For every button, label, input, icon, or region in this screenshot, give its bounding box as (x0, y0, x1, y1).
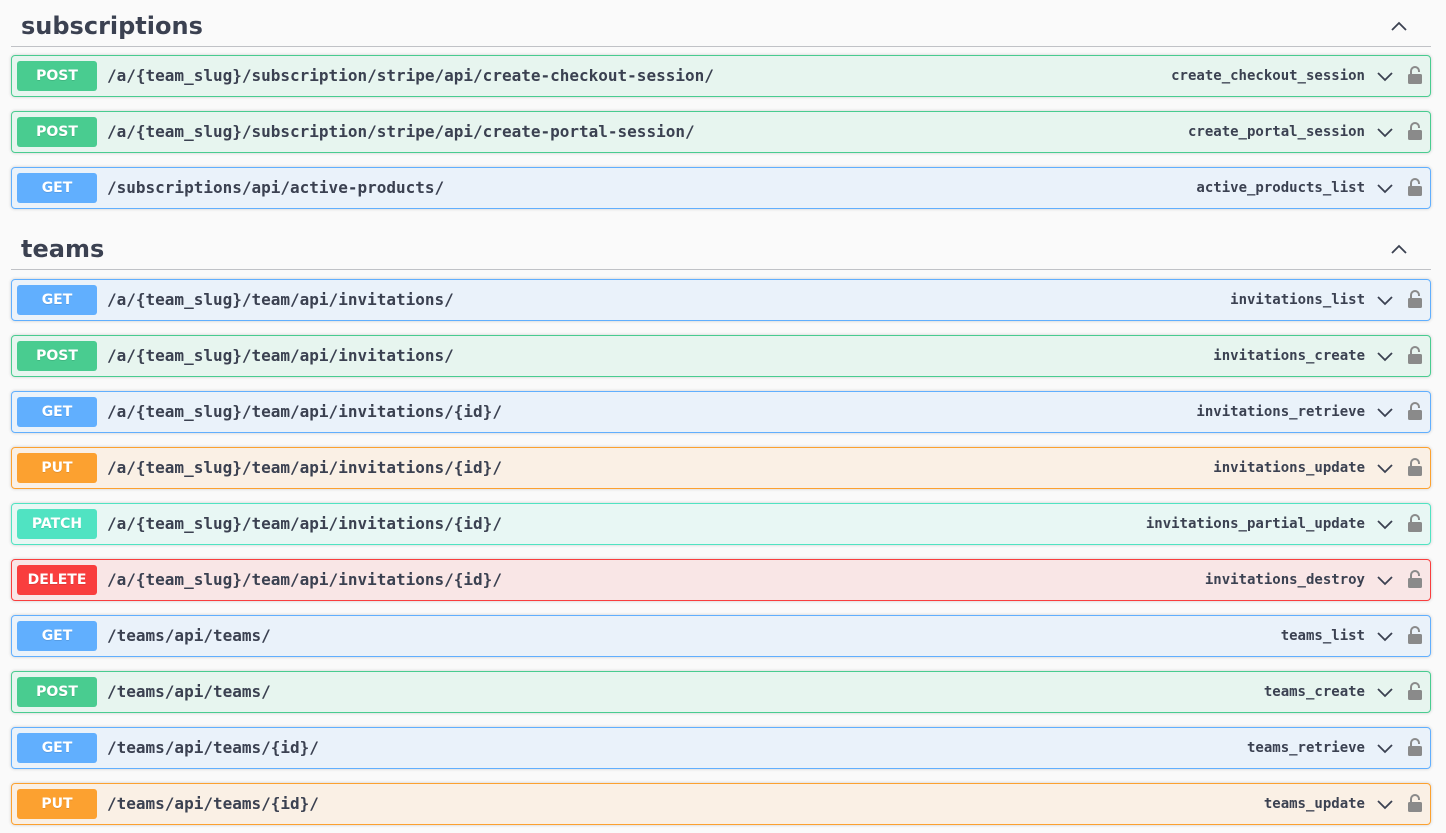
operation-id: teams_update (1264, 784, 1365, 824)
chevron-down-icon[interactable] (1375, 458, 1395, 478)
operation-id: teams_retrieve (1247, 728, 1365, 768)
operation-invitations-retrieve[interactable]: GET /a/{team_slug}/team/api/invitations/… (11, 391, 1431, 433)
method-badge: PATCH (17, 509, 97, 539)
operation-invitations-list[interactable]: GET /a/{team_slug}/team/api/invitations/… (11, 279, 1431, 321)
operation-invitations-partial-update[interactable]: PATCH /a/{team_slug}/team/api/invitation… (11, 503, 1431, 545)
operation-id: invitations_update (1213, 448, 1365, 488)
operation-id: teams_list (1281, 616, 1365, 656)
lock-icon[interactable] (1407, 737, 1423, 757)
method-badge: POST (17, 61, 97, 91)
operation-create-portal-session[interactable]: POST /a/{team_slug}/subscription/stripe/… (11, 111, 1431, 153)
operation-path: /teams/api/teams/ (107, 616, 271, 656)
method-badge: POST (17, 677, 97, 707)
method-badge: DELETE (17, 565, 97, 595)
lock-icon[interactable] (1407, 177, 1423, 197)
operation-id: invitations_partial_update (1146, 504, 1365, 544)
chevron-down-icon[interactable] (1375, 514, 1395, 534)
method-badge: POST (17, 117, 97, 147)
lock-icon[interactable] (1407, 569, 1423, 589)
chevron-down-icon[interactable] (1375, 626, 1395, 646)
operation-path: /a/{team_slug}/team/api/invitations/{id}… (107, 504, 502, 544)
method-badge: PUT (17, 453, 97, 483)
method-badge: PUT (17, 789, 97, 819)
operation-path: /a/{team_slug}/team/api/invitations/ (107, 280, 454, 320)
method-badge: GET (17, 285, 97, 315)
operation-path: /a/{team_slug}/subscription/stripe/api/c… (107, 112, 695, 152)
operation-path: /teams/api/teams/{id}/ (107, 728, 319, 768)
operation-id: create_portal_session (1188, 112, 1365, 152)
operation-create-checkout-session[interactable]: POST /a/{team_slug}/subscription/stripe/… (11, 55, 1431, 97)
operation-id: invitations_list (1230, 280, 1365, 320)
chevron-down-icon[interactable] (1375, 682, 1395, 702)
section-title: teams (21, 235, 104, 263)
operation-teams-update[interactable]: PUT /teams/api/teams/{id}/ teams_update (11, 783, 1431, 825)
chevron-down-icon[interactable] (1375, 346, 1395, 366)
section-header-subscriptions[interactable]: subscriptions (11, 5, 1431, 47)
chevron-down-icon[interactable] (1375, 570, 1395, 590)
operation-id: active_products_list (1196, 168, 1365, 208)
lock-icon[interactable] (1407, 401, 1423, 421)
lock-icon[interactable] (1407, 289, 1423, 309)
operation-id: invitations_destroy (1205, 560, 1365, 600)
operation-id: invitations_create (1213, 336, 1365, 376)
operation-path: /teams/api/teams/ (107, 672, 271, 712)
operation-path: /subscriptions/api/active-products/ (107, 168, 444, 208)
lock-icon[interactable] (1407, 625, 1423, 645)
chevron-down-icon[interactable] (1375, 402, 1395, 422)
chevron-up-icon[interactable] (1389, 16, 1409, 36)
lock-icon[interactable] (1407, 457, 1423, 477)
section-title: subscriptions (21, 12, 203, 40)
chevron-down-icon[interactable] (1375, 122, 1395, 142)
lock-icon[interactable] (1407, 513, 1423, 533)
operation-path: /a/{team_slug}/team/api/invitations/ (107, 336, 454, 376)
lock-icon[interactable] (1407, 345, 1423, 365)
chevron-down-icon[interactable] (1375, 794, 1395, 814)
operation-path: /a/{team_slug}/team/api/invitations/{id}… (107, 448, 502, 488)
lock-icon[interactable] (1407, 793, 1423, 813)
operation-path: /teams/api/teams/{id}/ (107, 784, 319, 824)
chevron-down-icon[interactable] (1375, 66, 1395, 86)
operation-invitations-create[interactable]: POST /a/{team_slug}/team/api/invitations… (11, 335, 1431, 377)
operation-teams-list[interactable]: GET /teams/api/teams/ teams_list (11, 615, 1431, 657)
lock-icon[interactable] (1407, 681, 1423, 701)
section-header-teams[interactable]: teams (11, 228, 1431, 270)
operation-path: /a/{team_slug}/team/api/invitations/{id}… (107, 392, 502, 432)
operation-teams-retrieve[interactable]: GET /teams/api/teams/{id}/ teams_retriev… (11, 727, 1431, 769)
method-badge: GET (17, 733, 97, 763)
chevron-down-icon[interactable] (1375, 738, 1395, 758)
chevron-up-icon[interactable] (1389, 239, 1409, 259)
operation-id: teams_create (1264, 672, 1365, 712)
operation-path: /a/{team_slug}/subscription/stripe/api/c… (107, 56, 714, 96)
method-badge: GET (17, 621, 97, 651)
operation-active-products-list[interactable]: GET /subscriptions/api/active-products/ … (11, 167, 1431, 209)
operation-id: invitations_retrieve (1196, 392, 1365, 432)
method-badge: POST (17, 341, 97, 371)
method-badge: GET (17, 173, 97, 203)
method-badge: GET (17, 397, 97, 427)
operation-id: create_checkout_session (1171, 56, 1365, 96)
operation-teams-create[interactable]: POST /teams/api/teams/ teams_create (11, 671, 1431, 713)
lock-icon[interactable] (1407, 121, 1423, 141)
chevron-down-icon[interactable] (1375, 290, 1395, 310)
operation-invitations-update[interactable]: PUT /a/{team_slug}/team/api/invitations/… (11, 447, 1431, 489)
operation-path: /a/{team_slug}/team/api/invitations/{id}… (107, 560, 502, 600)
lock-icon[interactable] (1407, 65, 1423, 85)
operation-invitations-destroy[interactable]: DELETE /a/{team_slug}/team/api/invitatio… (11, 559, 1431, 601)
chevron-down-icon[interactable] (1375, 178, 1395, 198)
